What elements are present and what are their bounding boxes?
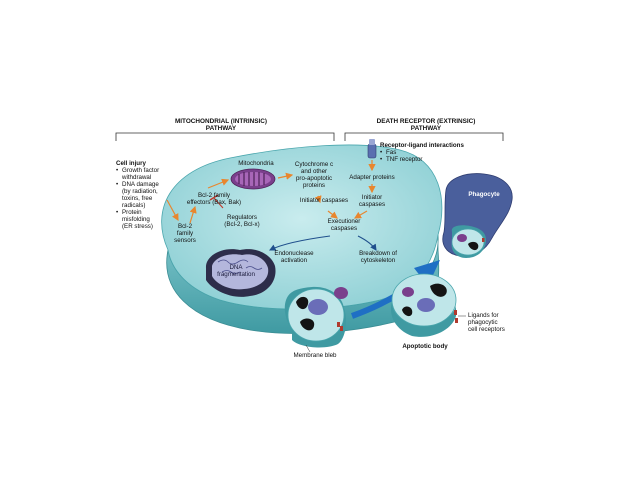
intrinsic-header-line2: PATHWAY [205,125,237,132]
apoptotic-body-cell [390,273,458,337]
arrow-sensors-effectors [189,205,197,224]
initiator-caspases-left-label: Initiator caspases [299,197,349,204]
receptor-item-fas: Fas [380,149,464,156]
executioner-arrows [269,235,377,251]
fragmented-nucleus [205,249,276,297]
regulator-inhibition [209,194,224,209]
intrinsic-header-line1: MITOCHONDRIAL (INTRINSIC) [174,118,268,125]
arrow-cyto-initiator [314,195,322,204]
phagocyte-cell [442,173,513,258]
receptor-icon [367,139,377,159]
cell-injury-block: Cell injury Growth factor withdrawal DNA… [116,160,159,230]
receptor-item-tnf: TNF receptor [380,156,464,163]
mitochondrion-icon [230,168,276,190]
arrow-initL-exec [327,210,338,219]
injury-item-protein: Protein misfolding (ER stress) [116,209,159,230]
extrinsic-bracket [344,132,504,141]
arrow-mito-cyto [277,172,294,180]
apoptotic-body-label: Apoptotic body [402,343,448,350]
bleb-leader [305,344,311,353]
injury-item-growth: Growth factor withdrawal [116,167,159,181]
extrinsic-header-line2: PATHWAY [410,125,442,132]
mitochondria-label: Mitochondria [238,160,274,167]
regulators-label: Regulators(Bcl-2, Bcl-x) [224,214,260,228]
arrow-effectors-mito [207,178,230,189]
extrinsic-header-line1: DEATH RECEPTOR (EXTRINSIC) [376,118,476,125]
cell-injury-title: Cell injury [116,160,146,167]
nucleus-icon [308,299,328,315]
pathway-arrows [166,160,376,224]
arrow-injury-sensors [166,199,179,222]
receptor-interactions-title: Receptor-ligand interactions [380,142,464,149]
arrow-initR-exec [353,210,368,219]
blebbing-cell [284,286,348,348]
injury-item-dna: DNA damage (by radiation, toxins, free r… [116,181,159,209]
receptor-interactions-block: Receptor-ligand interactions Fas TNF rec… [380,142,464,163]
membrane-bleb-label: Membrane bleb [293,352,337,359]
adapter-proteins-label: Adapter proteins [349,174,395,181]
phagocyte-label: Phagocyte [468,191,500,198]
extrinsic-header: DEATH RECEPTOR (EXTRINSIC) PATHWAY [360,118,492,132]
intrinsic-header: MITOCHONDRIAL (INTRINSIC) PATHWAY [146,118,296,132]
intrinsic-bracket [115,132,335,141]
